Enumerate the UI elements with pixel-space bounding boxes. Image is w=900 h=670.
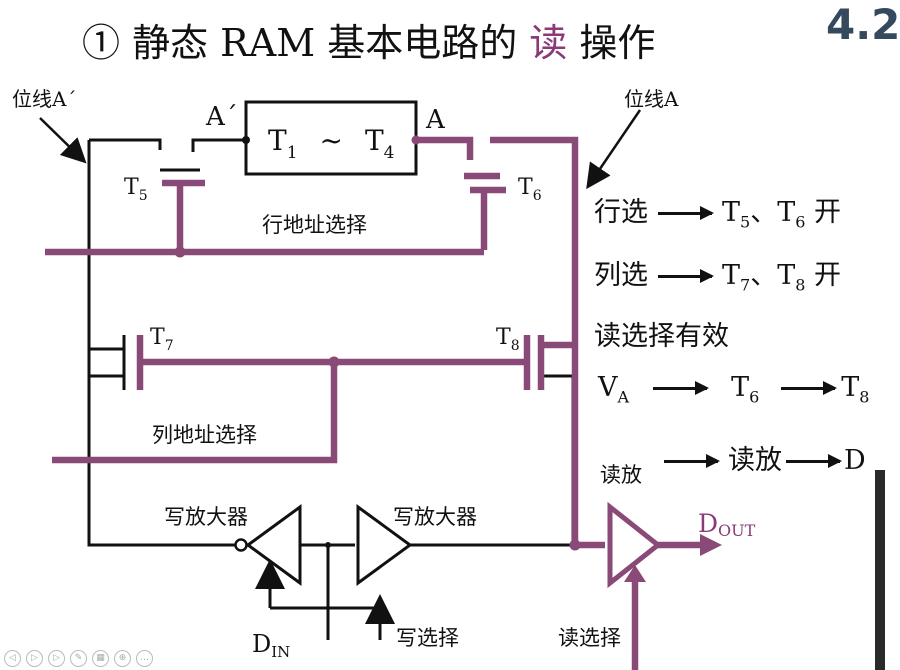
arrow-icon — [658, 269, 714, 283]
node-a-prime-label: A´ — [205, 102, 238, 132]
more-icon[interactable]: … — [136, 650, 153, 667]
section-number: 4.2 — [826, 0, 900, 49]
next-icon[interactable]: ▷ — [48, 650, 65, 667]
arrow-icon — [658, 206, 714, 220]
t5-label: T5 — [124, 175, 148, 204]
col-select-label: 列地址选择 — [152, 423, 257, 447]
arrow-icon — [786, 454, 842, 468]
t8-label: T8 — [496, 325, 520, 354]
bitline-a-prime-label: 位线A´ — [12, 87, 76, 111]
zoom-icon[interactable]: ⊕ — [114, 650, 131, 667]
page-title: ① 静态 RAM 基本电路的 读 操作 — [82, 12, 655, 67]
dout-label: DOUT — [698, 509, 756, 540]
write-amp-left-label: 写放大器 — [164, 505, 248, 529]
slides-icon[interactable]: ▦ — [92, 650, 109, 667]
inverter-bubble — [234, 538, 248, 552]
write-amp-right-label: 写放大器 — [393, 505, 477, 529]
dout-arrow-head — [700, 534, 722, 556]
slide-toolbar: ◁ ▷ ▷ ✎ ▦ ⊕ … — [4, 650, 153, 668]
bitline-a-label: 位线A — [624, 87, 679, 111]
arrow-icon — [664, 454, 720, 468]
presenter-video-strip — [875, 470, 885, 670]
prev-icon[interactable]: ◁ — [4, 650, 21, 667]
din-label: DIN — [252, 630, 290, 661]
t6-label: T6 — [518, 175, 542, 204]
title-suffix: 操作 — [579, 21, 656, 65]
read-amp-label: 读放 — [600, 463, 642, 487]
pen-icon[interactable]: ✎ — [70, 650, 87, 667]
read-select-label: 读选择 — [558, 626, 621, 650]
node-a-label: A — [425, 105, 446, 135]
row-select-label: 行地址选择 — [262, 213, 367, 237]
arrow-icon — [653, 381, 710, 395]
title-prefix: ① 静态 RAM 基本电路的 — [82, 21, 518, 65]
play-icon[interactable]: ▷ — [26, 650, 43, 667]
t7-label: T7 — [150, 325, 174, 354]
arrow-icon — [781, 381, 838, 395]
node-a-prime-dot — [242, 136, 250, 144]
title-highlight: 读 — [529, 21, 568, 65]
note-read-valid: 读选择有效 — [594, 321, 729, 352]
core-cell-label: T1~T4 — [268, 124, 395, 163]
write-select-label: 写选择 — [396, 626, 459, 650]
read-select-arrow-head — [624, 565, 646, 582]
